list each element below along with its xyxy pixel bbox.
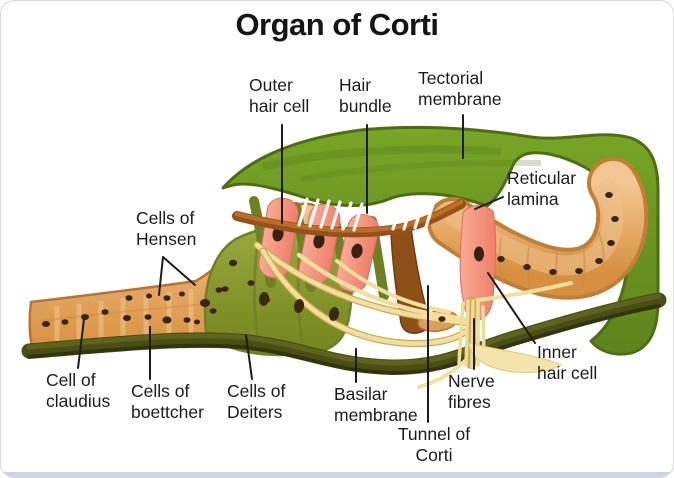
label-hair-bundle: Hair bundle [339,75,392,116]
label-reticular-lamina: Reticular lamina [507,168,577,209]
label-nerve-fibres: Nerve fibres [448,371,495,412]
label-cells-of-hensen: Cells of Hensen [136,208,197,249]
leader-inner-hair-cell [487,272,536,344]
hair-bundle-stereocilia [297,197,436,232]
label-cells-of-boettcher: Cells of boettcher [131,381,204,422]
cell-dots [42,192,619,327]
leader-cell-of-claudius [77,318,85,369]
bottom-blue-strip [1,472,673,477]
label-inner-hair-cell: Inner hair cell [537,342,598,383]
label-basilar-membrane: Basilar membrane [334,384,418,425]
label-tunnel-of-corti: Tunnel of Corti [397,424,471,465]
label-tectorial-membrane: Tectorial membrane [418,68,502,109]
leader-lines [77,114,536,423]
leader-cells-of-hensen-b [162,256,196,286]
label-outer-hair-cell: Outer hair cell [249,75,310,116]
leader-cells-of-hensen-a [158,256,164,296]
page-title: Organ of Corti [235,7,439,42]
basilar-membrane-shape [21,292,667,376]
label-cell-of-claudius: Cell of claudius [46,370,111,411]
label-cells-of-deiters: Cells of Deiters [227,381,286,422]
leader-cells-of-deiters [245,334,253,380]
leader-reticular-lamina [474,196,504,210]
